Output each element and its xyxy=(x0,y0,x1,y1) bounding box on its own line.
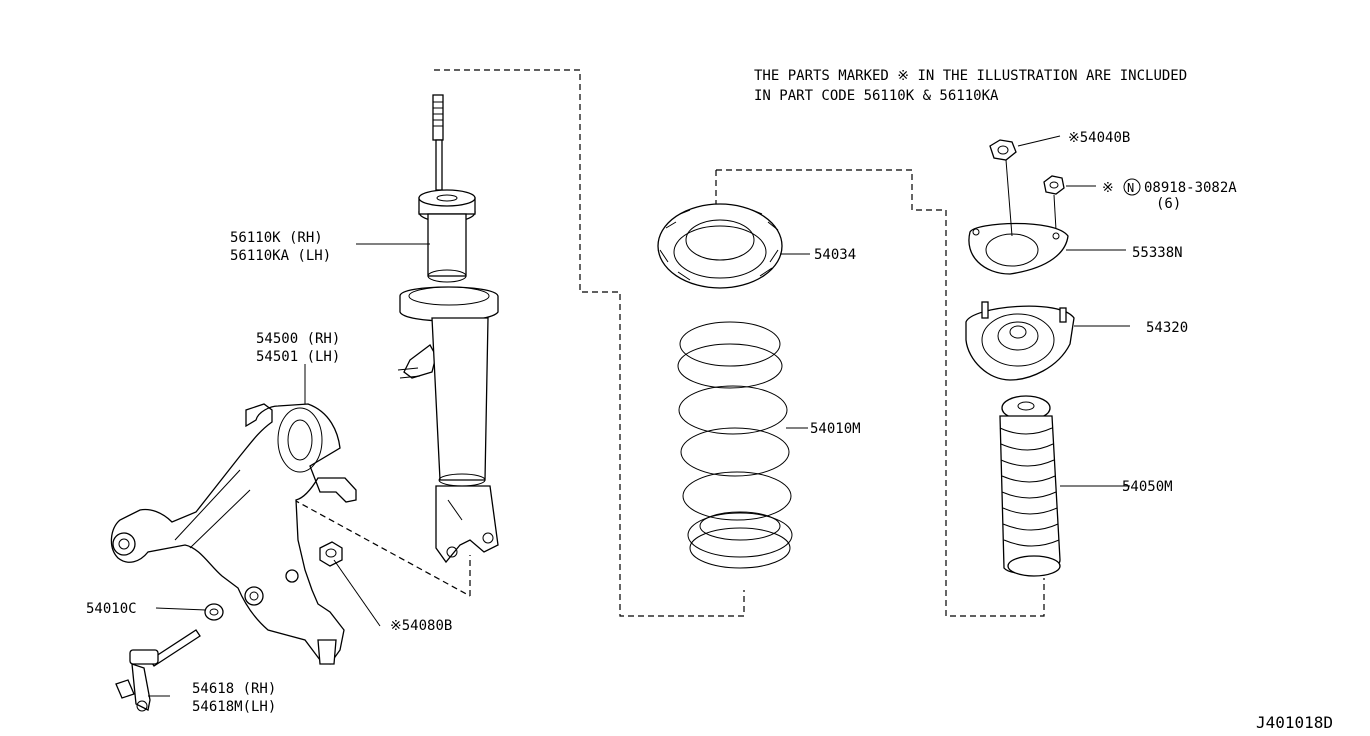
spring-seat-drawing xyxy=(657,203,783,289)
label-nut-54040b: ※54040B xyxy=(1068,130,1130,146)
label-link-lh: 54618M(LH) xyxy=(192,699,276,715)
nut-08918-drawing xyxy=(1043,175,1096,231)
strut-mount-drawing xyxy=(965,301,1075,381)
label-strut-lh: 56110KA (LH) xyxy=(230,248,331,264)
label-nut-08918-n: N xyxy=(1127,181,1134,195)
notice-line-2: IN PART CODE 56110K & 56110KA xyxy=(754,88,999,104)
label-boot: 54050M xyxy=(1122,479,1173,495)
label-nut-08918-prefix: ※ xyxy=(1102,180,1114,196)
label-nut-08918: 08918-3082A xyxy=(1144,180,1237,196)
knuckle-drawing xyxy=(110,403,357,665)
label-cover: 55338N xyxy=(1132,245,1183,261)
assembly-guide-lines xyxy=(281,69,1045,617)
dust-boot-drawing xyxy=(999,395,1061,577)
label-bushing: 54010C xyxy=(86,601,137,617)
label-nut-54080b: ※54080B xyxy=(390,618,452,634)
coil-spring-drawing xyxy=(677,321,793,569)
label-link-rh: 54618 (RH) xyxy=(192,681,276,697)
bushing-washer-drawing xyxy=(204,603,224,621)
nut-54040b-drawing xyxy=(989,135,1061,161)
label-nut-08918-qty: (6) xyxy=(1156,196,1181,212)
cover-plate-drawing xyxy=(968,159,1069,275)
label-strut-rh: 56110K (RH) xyxy=(230,230,323,246)
label-knuckle-rh: 54500 (RH) xyxy=(256,331,340,347)
nut-54080b-drawing xyxy=(319,541,343,567)
label-spring: 54010M xyxy=(810,421,861,437)
strut-assembly-drawing xyxy=(397,94,499,564)
notice-line-1: THE PARTS MARKED ※ IN THE ILLUSTRATION A… xyxy=(754,68,1187,84)
n-circle-icon xyxy=(1123,178,1141,196)
leader-lines xyxy=(148,243,1130,697)
label-knuckle-lh: 54501 (LH) xyxy=(256,349,340,365)
label-spring-seat: 54034 xyxy=(814,247,856,263)
stabilizer-link-drawing xyxy=(115,629,201,712)
diagram-code: J401018D xyxy=(1256,713,1333,732)
label-mount: 54320 xyxy=(1146,320,1188,336)
